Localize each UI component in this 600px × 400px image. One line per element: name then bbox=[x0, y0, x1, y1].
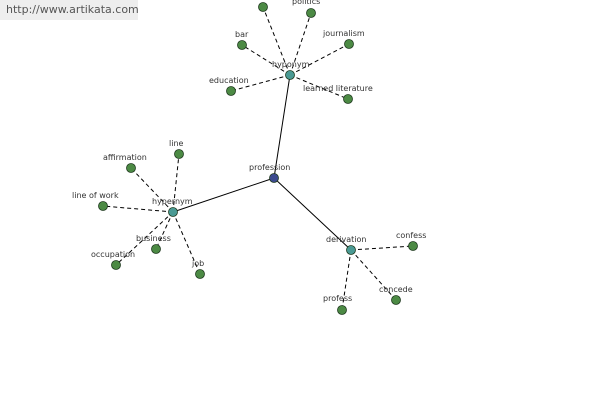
edge-derivation-to-profess bbox=[341, 249, 352, 311]
nodes-layer bbox=[98, 2, 418, 315]
edge-hypernym-to-affirmation bbox=[130, 167, 174, 213]
label-line[interactable]: line bbox=[169, 139, 184, 148]
label-hyponym[interactable]: hyponym bbox=[272, 60, 310, 69]
label-affirmation[interactable]: affirmation bbox=[103, 153, 147, 162]
node-politics[interactable] bbox=[258, 2, 268, 12]
node-line[interactable] bbox=[174, 149, 184, 159]
edge-hypernym-to-occupation bbox=[115, 211, 174, 266]
label-job[interactable]: job bbox=[191, 259, 204, 268]
edge-derivation-to-concede bbox=[350, 249, 397, 301]
label-derivation[interactable]: derivation bbox=[326, 235, 366, 244]
node-profess[interactable] bbox=[337, 305, 347, 315]
node-line-of-work[interactable] bbox=[98, 201, 108, 211]
label-education[interactable]: education bbox=[209, 76, 249, 85]
edge-hyponym-to-politics bbox=[262, 6, 291, 76]
edge-hyponym-to-learned-literature bbox=[289, 74, 349, 100]
edge-hypernym-to-business bbox=[155, 211, 174, 250]
label-concede[interactable]: concede bbox=[379, 285, 413, 294]
node-affirmation[interactable] bbox=[126, 163, 136, 173]
label-politics[interactable]: politics bbox=[292, 0, 320, 6]
labels-layer: politics bar journalism education learned li… bbox=[72, 0, 426, 303]
node-journalism[interactable] bbox=[306, 8, 316, 18]
edge-hypernym-to-line-of-work bbox=[102, 205, 174, 213]
node-learned-literature[interactable] bbox=[343, 94, 353, 104]
watermark-link[interactable]: http://www.artikata.com bbox=[0, 0, 139, 20]
node-hypernym[interactable] bbox=[168, 207, 178, 217]
edge-hypernym-to-line bbox=[172, 153, 180, 213]
edge-center-to-derivation bbox=[273, 177, 352, 251]
node-job[interactable] bbox=[195, 269, 205, 279]
label-profess[interactable]: profess bbox=[323, 294, 352, 303]
edge-hyponym-to-journalism bbox=[289, 12, 312, 76]
node-rank[interactable] bbox=[344, 39, 354, 49]
edge-center-to-hyponym bbox=[273, 74, 291, 179]
label-line-of-work[interactable]: line of work bbox=[72, 191, 119, 200]
edge-hyponym-to-bar bbox=[241, 44, 291, 76]
label-hypernym[interactable]: hypernym bbox=[152, 197, 193, 206]
label-center[interactable]: profession bbox=[249, 163, 290, 172]
node-business[interactable] bbox=[151, 244, 161, 254]
label-bar[interactable]: bar bbox=[235, 30, 249, 39]
label-learned-literature[interactable]: learned literature bbox=[303, 84, 373, 93]
node-concede[interactable] bbox=[391, 295, 401, 305]
edges-layer bbox=[102, 6, 414, 311]
node-bar[interactable] bbox=[237, 40, 247, 50]
label-journalism[interactable]: journalism bbox=[322, 29, 365, 38]
node-confess[interactable] bbox=[408, 241, 418, 251]
edge-hypernym-to-job bbox=[172, 211, 201, 275]
edge-hyponym-to-education bbox=[230, 74, 291, 92]
label-occupation[interactable]: occupation bbox=[91, 250, 135, 259]
node-derivation[interactable] bbox=[346, 245, 356, 255]
edge-center-to-hypernym bbox=[172, 177, 275, 213]
label-confess[interactable]: confess bbox=[396, 231, 426, 240]
label-business[interactable]: business bbox=[136, 234, 171, 243]
node-education[interactable] bbox=[226, 86, 236, 96]
edge-derivation-to-confess bbox=[350, 245, 414, 251]
node-occupation[interactable] bbox=[111, 260, 121, 270]
node-hyponym[interactable] bbox=[285, 70, 295, 80]
node-center[interactable] bbox=[269, 173, 279, 183]
